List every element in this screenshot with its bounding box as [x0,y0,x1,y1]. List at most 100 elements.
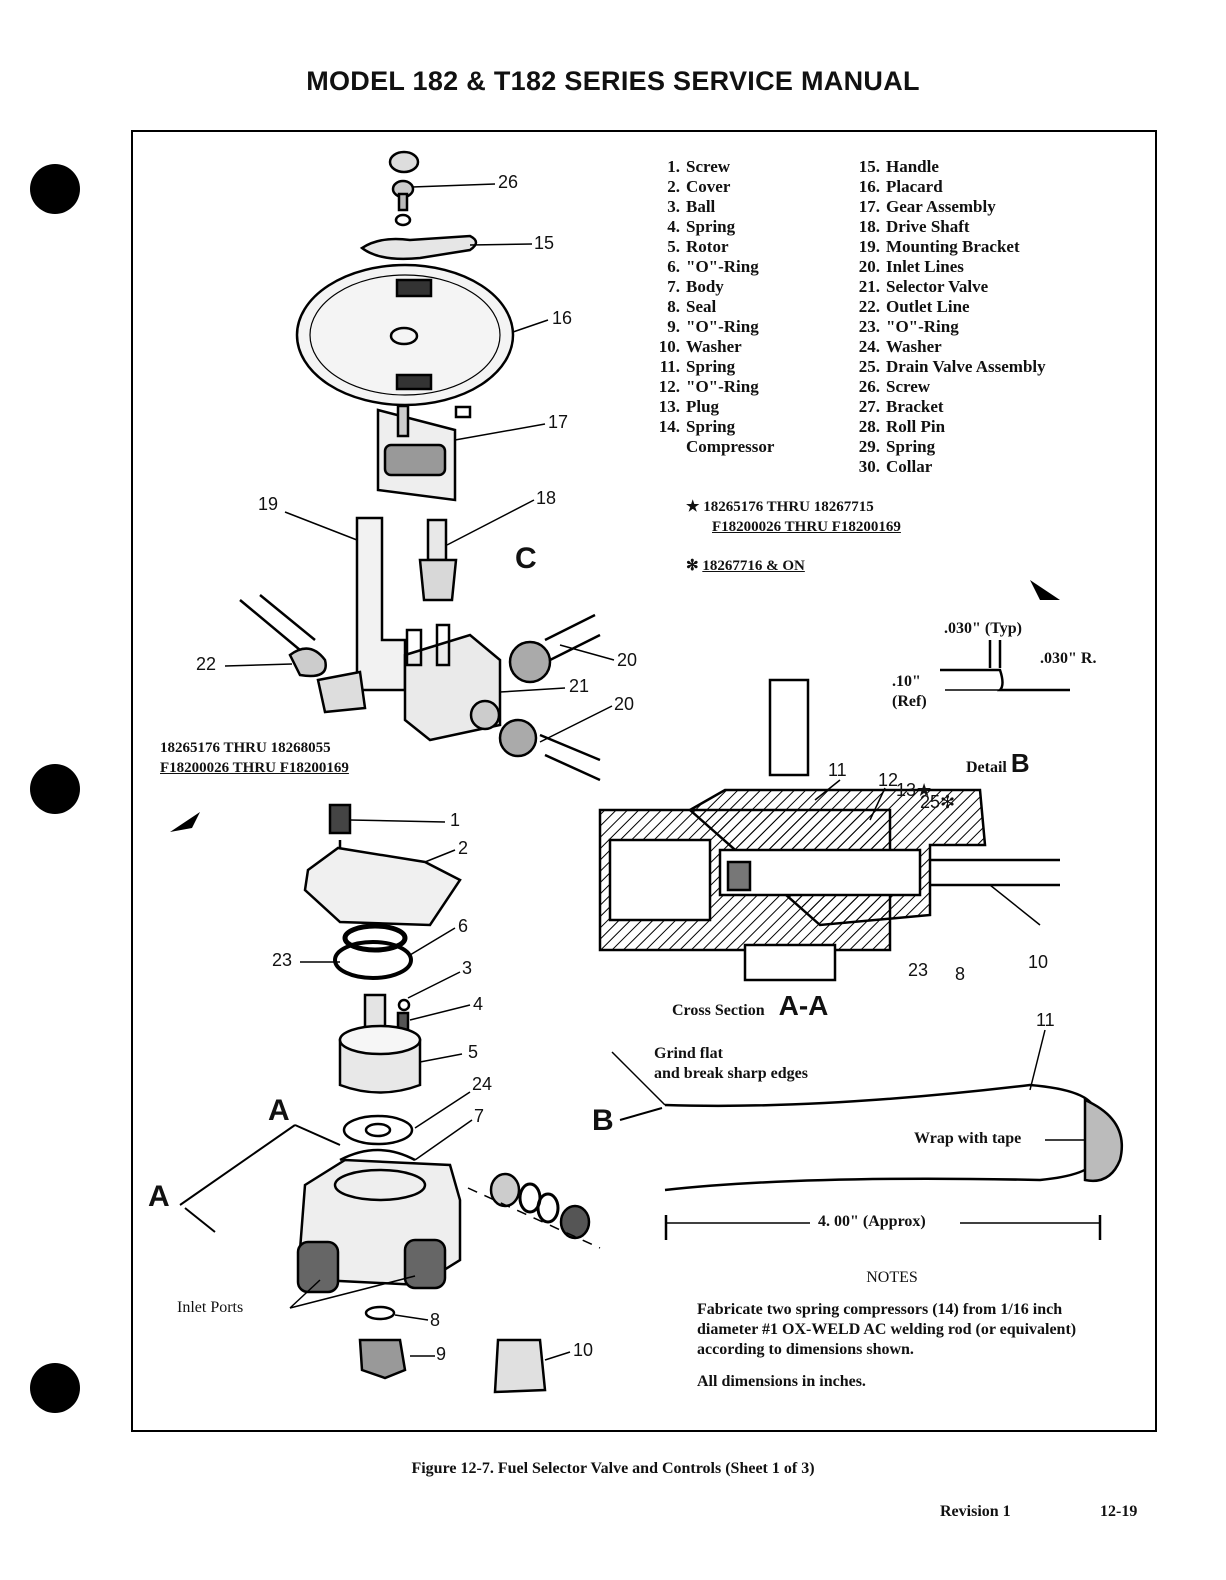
callout-number: 15 [534,233,555,253]
callout-number: 11 [1036,1010,1055,1030]
part-number: 24. [858,337,880,356]
part-name: "O"-Ring [686,377,759,396]
parts-list-item: 1.Screw [640,157,840,177]
parts-list-item: 15. Handle [840,157,1120,177]
page-title: MODEL 182 & T182 SERIES SERVICE MANUAL [306,66,920,96]
part-name: Gear Assembly [886,197,996,216]
callout-number: 8 [430,1310,441,1330]
part-number: 16. [858,177,880,196]
dim-ref: .10" (Ref) [892,672,927,712]
part-number: 13. [658,397,680,416]
notes-block: NOTES Fabricate two spring compressors (… [697,1268,1087,1404]
part-name: "O"-Ring [686,317,759,336]
callout-number: 21 [569,676,590,696]
parts-list-item: 18.Drive Shaft [840,217,1120,237]
part-name: Drain Valve Assembly [886,357,1046,376]
part-number: 15. [858,157,880,176]
dim-typ: .030" (Typ) [944,620,1022,637]
parts-list-item: 14.Spring [640,417,840,437]
part-number: 2. [667,177,680,196]
part-name: Screw [686,157,731,176]
part-name: Roll Pin [886,417,946,436]
callout-number: 3 [462,958,473,978]
callout-number: 1 [450,810,461,830]
callout-number: 2 [458,838,469,858]
part-name: Placard [886,177,943,196]
callout-number: 20 [614,694,635,714]
callout-number: 24 [472,1074,493,1094]
view-label-c: C [515,542,537,575]
part-name: Inlet Lines [886,257,964,276]
parts-list-item: 21.Selector Valve [840,277,1120,297]
notes-title: NOTES [866,1269,918,1286]
part-number: 22. [858,297,880,316]
part-name: Rotor [686,237,729,256]
callout-number: 19 [258,494,279,514]
part-name: Selector Valve [886,277,989,296]
binder-hole [30,164,80,214]
part-number: 25. [858,357,880,376]
part-number: 7. [667,277,680,296]
parts-list-item: 13.Plug [640,397,840,417]
view-label-a: A [148,1180,170,1213]
figure-frame [131,130,1157,1432]
callout-number: 8 [955,964,966,984]
parts-list-item: 8. Seal [640,297,840,317]
part-number: 20. [858,257,880,276]
part-name: Seal [686,297,717,316]
part-number: 4. [667,217,680,236]
serial-star-line2: F18200026 THRU F18200169 [712,519,901,535]
callout-number: 5 [468,1042,479,1062]
note-2: All dimensions in inches. [697,1373,866,1390]
part-number: 9. [667,317,680,336]
detail-b-letter: B [1010,748,1030,778]
inlet-ports-label: Inlet Ports [177,1299,244,1316]
part-name: Outlet Line [886,297,970,316]
part-number: 19. [858,237,880,256]
part-number [640,437,680,457]
parts-list-item: 5.Rotor [640,237,840,257]
serial-note-asterisk: ✻ 18267716 & ON [686,556,805,576]
detail-b-label: Detail B [966,748,1030,779]
part-name: Handle [886,157,939,176]
part-number: 28. [858,417,880,436]
length-dimension: 4. 00" (Approx) [818,1213,926,1230]
callout-number: 25✻ [920,792,956,812]
parts-list-item: 3.Ball [640,197,840,217]
callout-number: 18 [536,488,557,508]
grind-line2: and break sharp edges [654,1065,808,1082]
parts-list-item: 29.Spring [840,437,1120,457]
parts-list-item: 25. Drain Valve Assembly [840,357,1120,377]
cross-section-letters: A-A [778,990,829,1021]
view-label-b: B [592,1104,614,1137]
callout-number: 13★ [896,780,933,800]
serial-star-line1: 18265176 THRU 18267715 [703,499,874,515]
parts-list-item: 27.Bracket [840,397,1120,417]
part-number: 3. [667,197,680,216]
callout-number: 23 [272,950,293,970]
grind-note: Grind flat and break sharp edges [654,1044,808,1084]
part-number: 8. [667,297,680,316]
star-symbol: ★ [686,499,700,515]
part-number: 29. [858,437,880,456]
part-number: 12. [658,377,680,396]
parts-list-item: 30.Collar [840,457,1120,477]
part-number: 26. [858,377,880,396]
parts-list-item: 22. Outlet Line [840,297,1120,317]
callout-number: 7 [474,1106,485,1126]
callout-number: 17 [548,412,569,432]
dim-ref-note: (Ref) [892,693,927,710]
figure-caption: Figure 12-7. Fuel Selector Valve and Con… [411,1460,815,1477]
part-number: 10. [658,337,680,356]
view-label-a: A [268,1094,290,1127]
note-1: Fabricate two spring compressors (14) fr… [697,1301,1077,1358]
part-number: 23. [858,317,880,336]
parts-list-item: 24.Washer [840,337,1120,357]
part-name: "O"-Ring [886,317,959,336]
callout-number: 9 [436,1344,447,1364]
parts-list-item: 23. "O"-Ring [840,317,1120,337]
part-number: 6. [667,257,680,276]
callout-number: 10 [573,1340,594,1360]
